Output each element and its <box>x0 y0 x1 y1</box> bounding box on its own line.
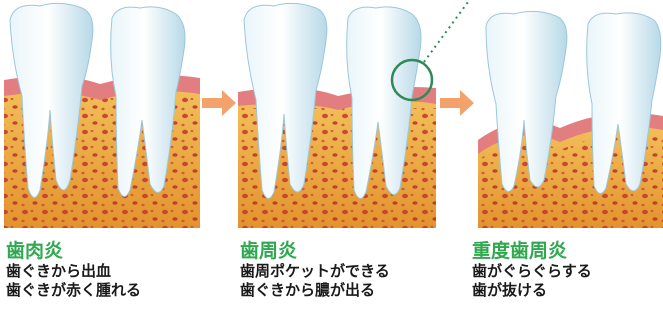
stage-3-illustration <box>478 11 663 228</box>
progression-arrow-1 <box>202 90 236 116</box>
stage-2-illustration <box>238 2 468 228</box>
stage-1-title: 歯肉炎 <box>6 240 206 262</box>
stage-3-caption: 重度歯周炎 歯がぐらぐらする 歯が抜ける <box>472 240 662 300</box>
progression-arrow-2 <box>440 90 474 116</box>
stage-3-title: 重度歯周炎 <box>472 240 662 262</box>
stage-1-illustration <box>4 3 200 228</box>
stage-2-title: 歯周炎 <box>240 240 440 262</box>
stage-2-symptom-1: 歯周ポケットができる <box>240 262 440 281</box>
stage-1-symptom-2: 歯ぐきが赤く腫れる <box>6 281 206 300</box>
stage-3-symptom-1: 歯がぐらぐらする <box>472 262 662 281</box>
periodontal-disease-diagram <box>0 0 663 236</box>
stage-1-symptom-1: 歯ぐきから出血 <box>6 262 206 281</box>
stage-2-symptom-2: 歯ぐきから膿が出る <box>240 281 440 300</box>
stage-3-symptom-2: 歯が抜ける <box>472 281 662 300</box>
stage-2-caption: 歯周炎 歯周ポケットができる 歯ぐきから膿が出る <box>240 240 440 300</box>
stage-1-caption: 歯肉炎 歯ぐきから出血 歯ぐきが赤く腫れる <box>6 240 206 300</box>
pocket-pointer-dotted-line <box>424 2 468 62</box>
